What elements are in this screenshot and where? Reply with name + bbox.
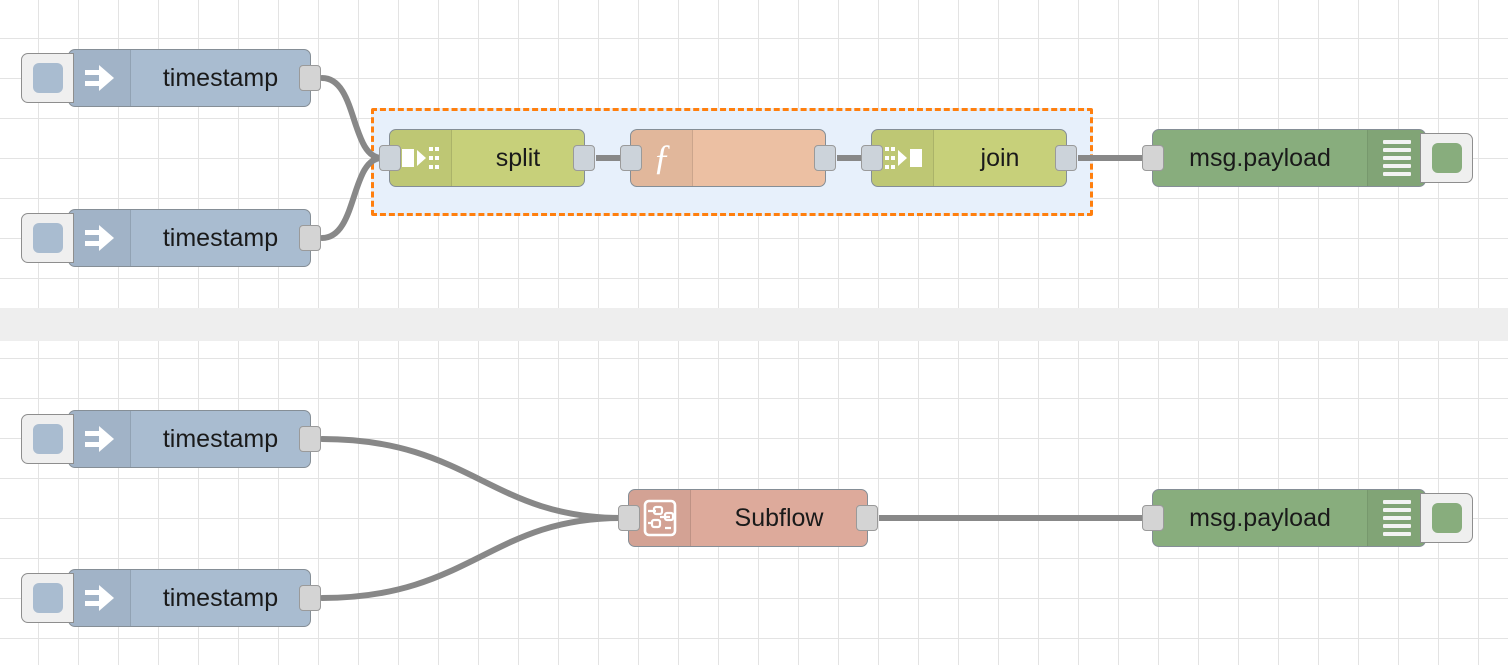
node-label: join	[980, 143, 1020, 172]
node-label	[693, 130, 825, 186]
inject-button-inner	[32, 424, 63, 454]
inject-trigger-button[interactable]	[21, 573, 74, 623]
input-port[interactable]	[1142, 145, 1164, 171]
node-label: msg.payload	[1189, 503, 1331, 532]
node-label: timestamp	[162, 583, 279, 612]
output-port[interactable]	[299, 65, 321, 91]
inject-arrow-icon	[69, 411, 131, 467]
inject-arrow-icon	[69, 50, 131, 106]
debug-bars-icon	[1367, 130, 1425, 186]
node-label: timestamp	[162, 63, 279, 92]
inject3-to-subflow[interactable]	[319, 436, 624, 521]
inject-trigger-button[interactable]	[21, 414, 74, 464]
debug-bars-icon	[1367, 490, 1425, 546]
input-port[interactable]	[618, 505, 640, 531]
node-label: split	[495, 143, 541, 172]
input-port[interactable]	[1142, 505, 1164, 531]
node-join[interactable]: join	[861, 129, 1077, 187]
output-port[interactable]	[299, 426, 321, 452]
inject-button-inner	[32, 583, 63, 613]
output-port[interactable]	[299, 585, 321, 611]
inject4-to-subflow[interactable]	[319, 515, 624, 601]
output-port[interactable]	[573, 145, 595, 171]
function-f-icon: ƒ	[631, 130, 693, 186]
node-label: timestamp	[162, 424, 279, 453]
node-inject-4[interactable]: timestamp	[21, 569, 321, 627]
node-inject-2[interactable]: timestamp	[21, 209, 321, 267]
inject-button-inner	[32, 63, 63, 93]
node-subflow[interactable]: Subflow	[618, 489, 878, 547]
node-label: Subflow	[734, 503, 824, 532]
node-function[interactable]: ƒ	[620, 129, 836, 187]
debug-button-inner	[1431, 503, 1462, 533]
output-port[interactable]	[856, 505, 878, 531]
inject-trigger-button[interactable]	[21, 213, 74, 263]
inject-trigger-button[interactable]	[21, 53, 74, 103]
inject-arrow-icon	[69, 210, 131, 266]
split-icon	[390, 130, 452, 186]
input-port[interactable]	[379, 145, 401, 171]
inject-button-inner	[32, 223, 63, 253]
input-port[interactable]	[620, 145, 642, 171]
inject-arrow-icon	[69, 570, 131, 626]
output-port[interactable]	[1055, 145, 1077, 171]
node-inject-3[interactable]: timestamp	[21, 410, 321, 468]
debug-toggle-button[interactable]	[1420, 493, 1473, 543]
flow-separator-band	[0, 308, 1508, 341]
svg-text:ƒ: ƒ	[653, 138, 671, 177]
input-port[interactable]	[861, 145, 883, 171]
node-debug-2[interactable]: msg.payload	[1142, 489, 1473, 547]
node-label: msg.payload	[1189, 143, 1331, 172]
output-port[interactable]	[299, 225, 321, 251]
node-debug-1[interactable]: msg.payload	[1142, 129, 1473, 187]
debug-button-inner	[1431, 143, 1462, 173]
node-inject-1[interactable]: timestamp	[21, 49, 321, 107]
node-label: timestamp	[162, 223, 279, 252]
debug-toggle-button[interactable]	[1420, 133, 1473, 183]
output-port[interactable]	[814, 145, 836, 171]
node-split[interactable]: split	[379, 129, 595, 187]
